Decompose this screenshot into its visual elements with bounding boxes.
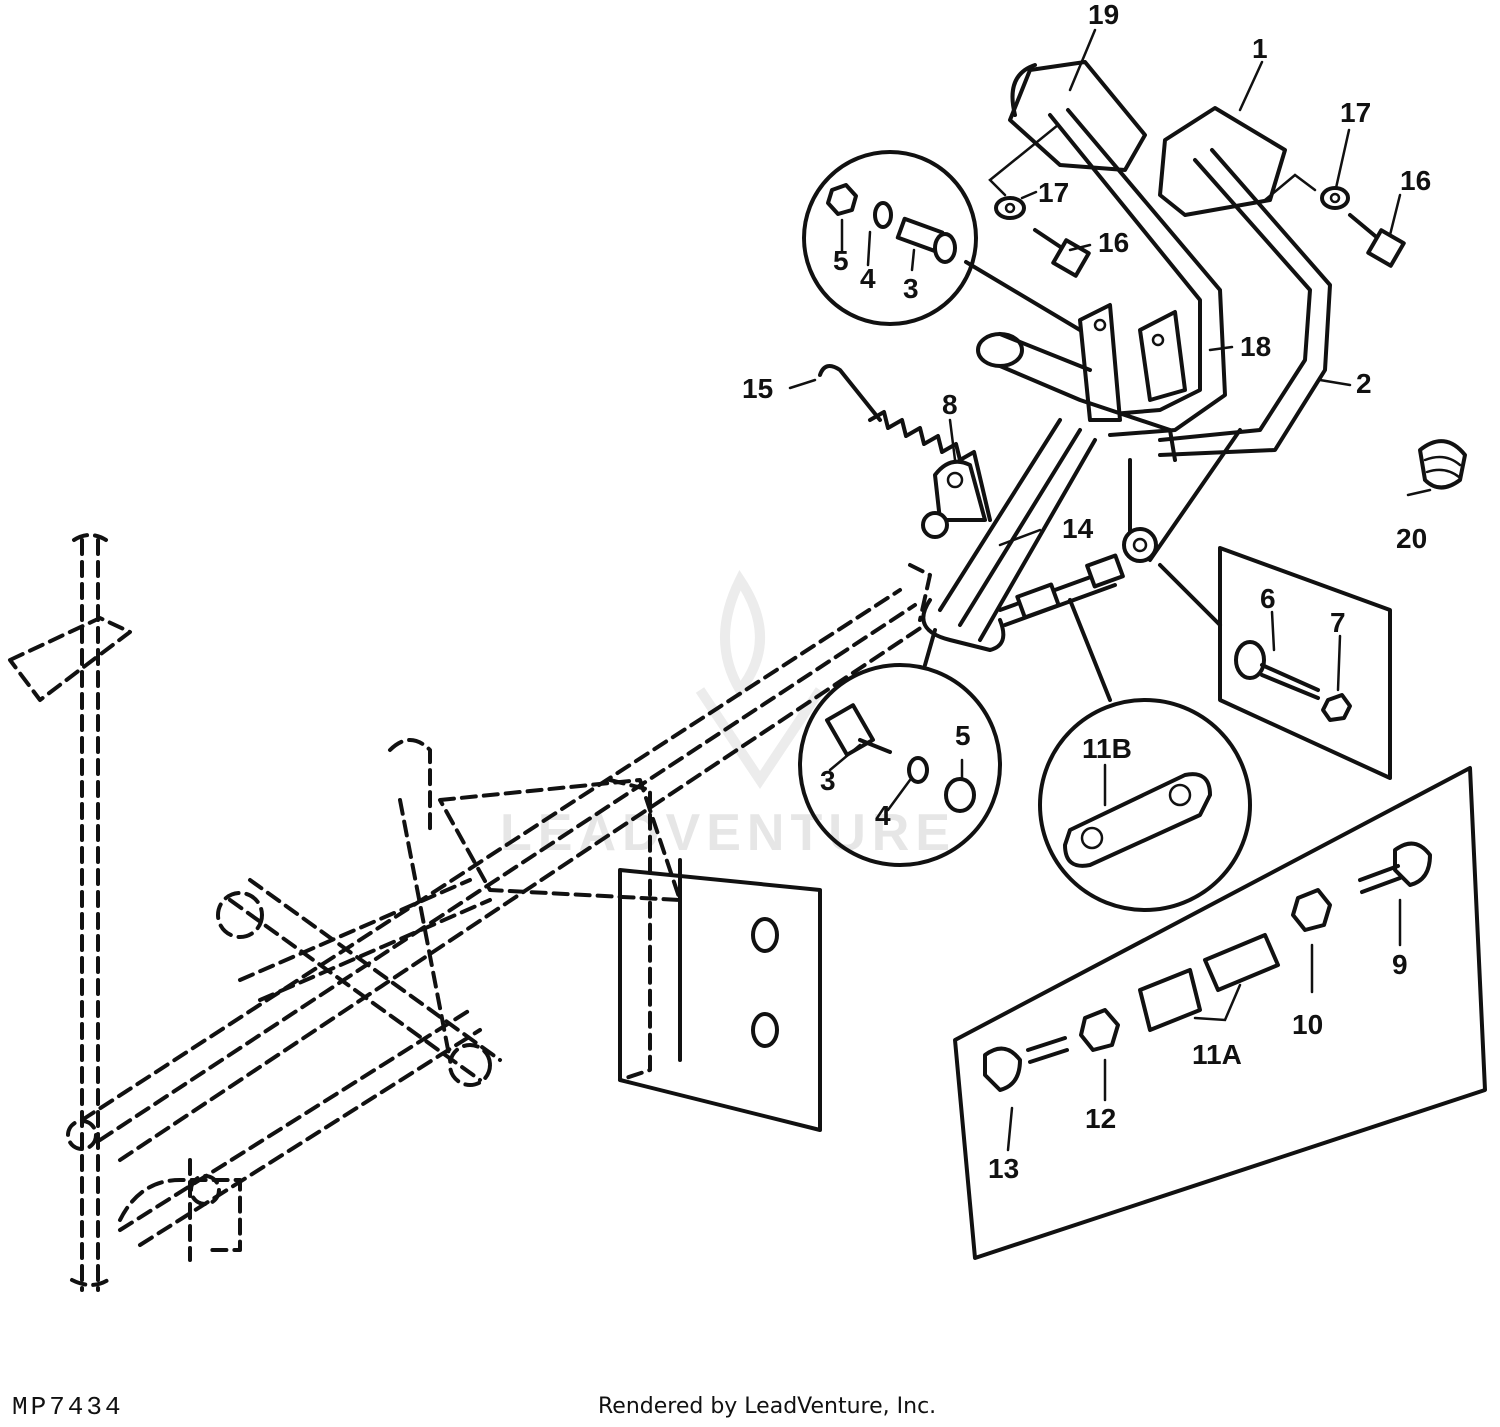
callout-10: 10	[1292, 1009, 1323, 1040]
callout-4a: 4	[860, 263, 876, 294]
callout-4b: 4	[875, 800, 891, 831]
callout-16a: 16	[1098, 227, 1129, 258]
watermark-logo	[695, 570, 825, 790]
detail-box-bolt-nut	[1158, 546, 1392, 780]
callout-14: 14	[1062, 513, 1094, 544]
callout-17b: 17	[1340, 97, 1371, 128]
pedal-assembly	[818, 60, 1332, 652]
frame-linkage-dashed	[8, 533, 927, 1292]
detail-circle-link-plate	[1038, 598, 1252, 912]
callout-5b: 5	[955, 720, 971, 751]
callout-labels: 1 2 3 3 4 4 5 5 6 7 8 9 10 11A 11B 12 13…	[742, 0, 1431, 1184]
callout-1: 1	[1252, 33, 1268, 64]
callout-3b: 3	[820, 765, 836, 796]
figure-code: MP7434	[12, 1392, 124, 1422]
callout-7: 7	[1330, 607, 1346, 638]
watermark-text: LEADVENTURE	[500, 804, 956, 862]
callout-20: 20	[1396, 523, 1427, 554]
callout-15: 15	[742, 373, 773, 404]
detail-circle-hardware-top	[802, 150, 1082, 332]
callout-11b: 11B	[1082, 733, 1132, 764]
callout-2: 2	[1356, 368, 1372, 399]
detail-circle-hardware-bottom	[798, 628, 1002, 867]
mounting-bracket	[608, 778, 822, 1132]
callout-11a: 11A	[1192, 1039, 1242, 1070]
callout-12: 12	[1085, 1103, 1116, 1134]
callout-19: 19	[1088, 0, 1119, 30]
callout-leaders	[788, 28, 1432, 547]
callout-13: 13	[988, 1153, 1019, 1184]
callout-9: 9	[1392, 949, 1408, 980]
render-credit: Rendered by LeadVenture, Inc.	[598, 1394, 937, 1419]
detail-box-turnbuckle-parts	[953, 766, 1487, 1260]
callout-5a: 5	[833, 245, 849, 276]
callout-8: 8	[942, 389, 958, 420]
hardware-bolts-washers	[988, 123, 1467, 490]
callout-6: 6	[1260, 583, 1276, 614]
callout-18: 18	[1240, 331, 1271, 362]
callout-3a: 3	[903, 273, 919, 304]
callout-17a: 17	[1038, 177, 1069, 208]
callout-16b: 16	[1400, 165, 1431, 196]
